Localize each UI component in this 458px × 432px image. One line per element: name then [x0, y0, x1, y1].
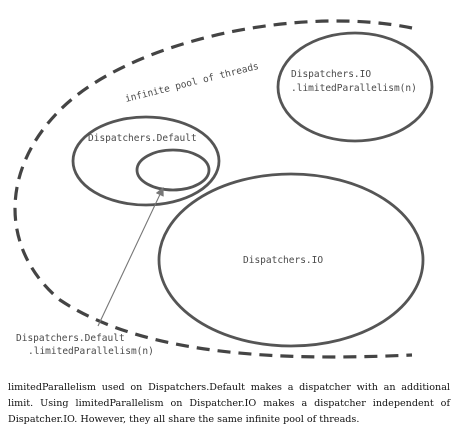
io-limited-ellipse	[276, 31, 434, 143]
io-ellipse	[157, 172, 425, 348]
dispatchers-diagram: infinite pool of threads Dispatchers.IO …	[13, 19, 434, 359]
infinite-pool-label: infinite pool of threads	[124, 61, 260, 105]
io-limited-label-line1: Dispatchers.IO	[291, 69, 371, 80]
io-label: Dispatchers.IO	[243, 255, 323, 266]
pointer-arrow	[97, 187, 164, 327]
default-limited-ellipse	[135, 148, 211, 192]
default-limited-label-line1: Dispatchers.Default	[16, 333, 125, 344]
infinite-pool-boundary	[13, 19, 413, 359]
default-ellipse	[71, 115, 221, 207]
caption-text: limitedParallelism used on Dispatchers.D…	[8, 382, 450, 425]
io-limited-label-line2: .limitedParallelism(n)	[291, 83, 417, 94]
default-label: Dispatchers.Default	[88, 133, 197, 144]
default-limited-label-line2: .limitedParallelism(n)	[28, 346, 154, 357]
